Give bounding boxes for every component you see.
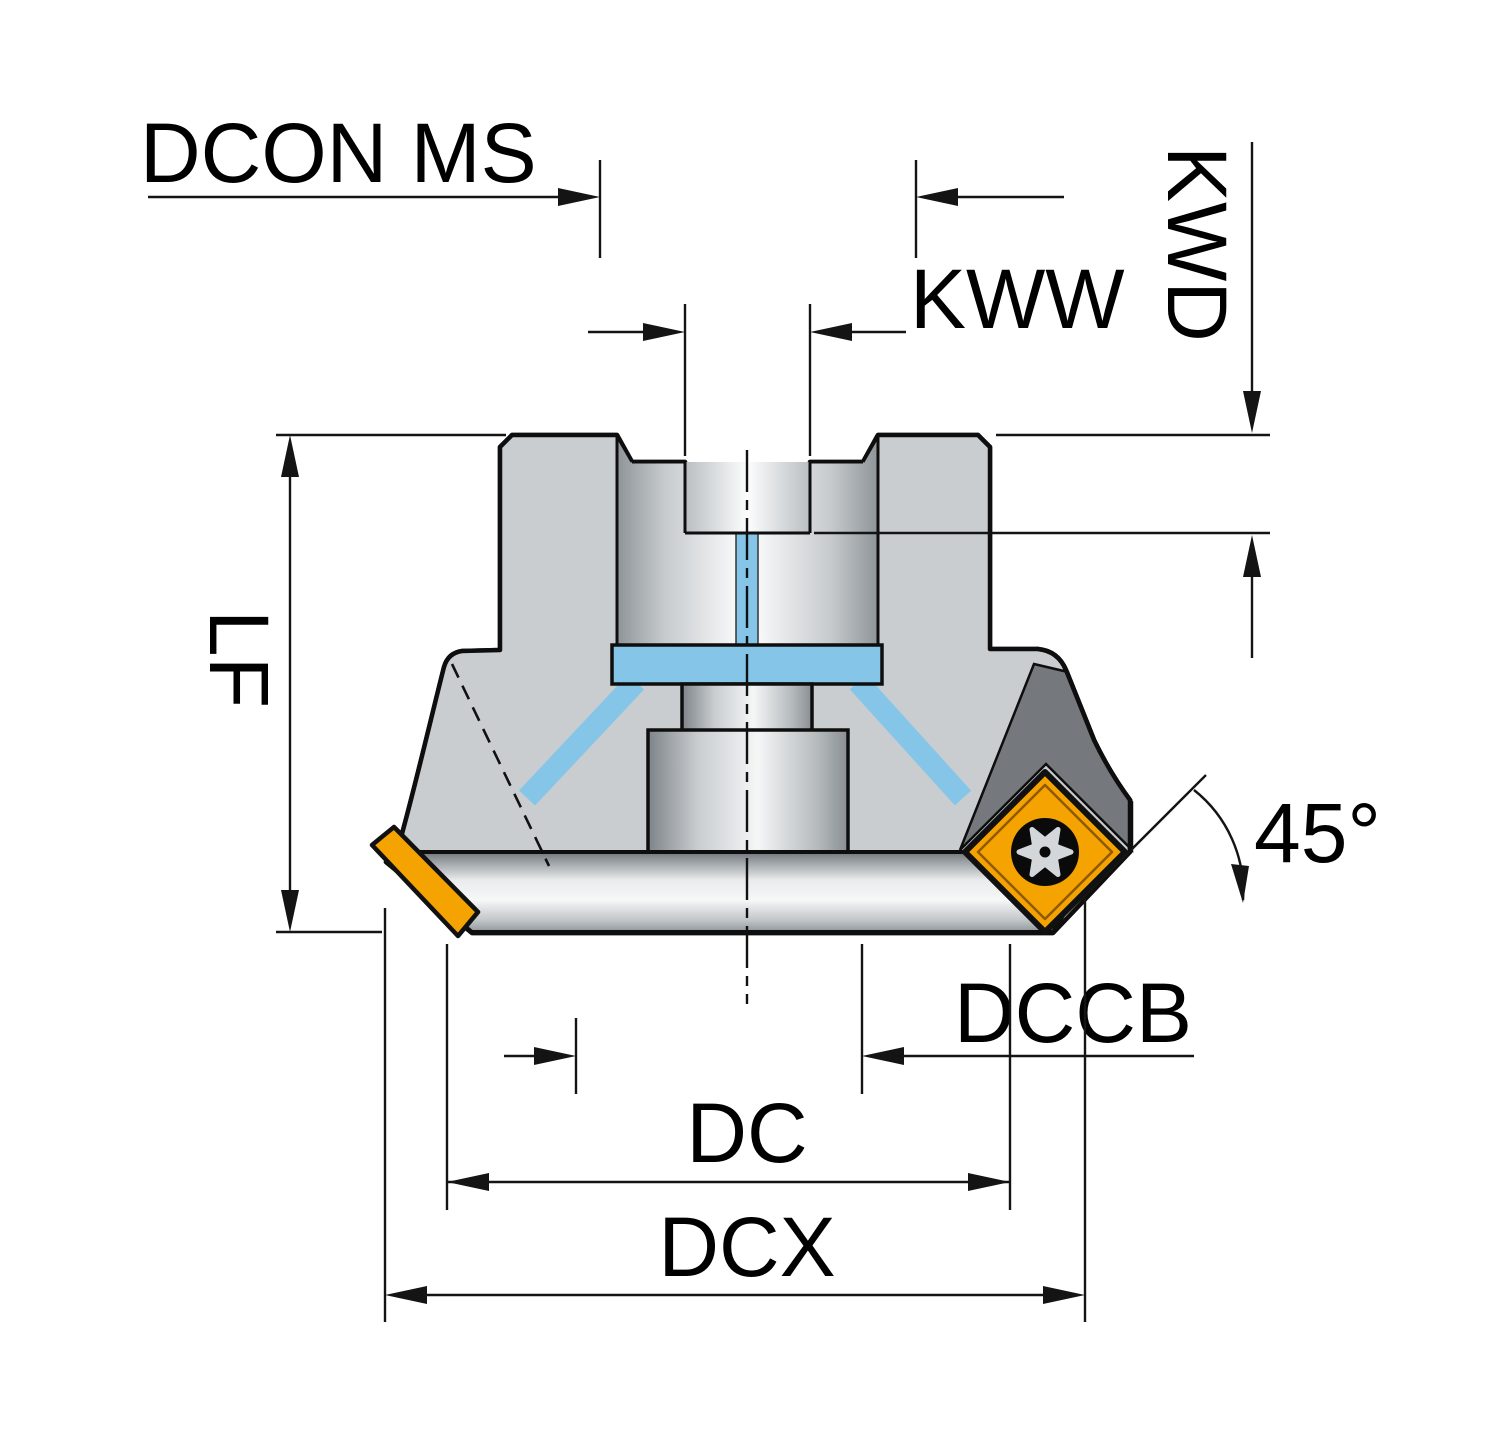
label-kwd: KWD	[1150, 146, 1244, 342]
left-insert-body	[369, 824, 481, 939]
label-dccb: DCCB	[954, 966, 1192, 1060]
dim-dcx: DCX	[383, 898, 1087, 1322]
cutter-body	[383, 432, 1134, 936]
label-angle: 45°	[1254, 786, 1381, 880]
dim-dc: DC	[445, 944, 1012, 1210]
dim-kwd: KWD	[814, 142, 1270, 658]
label-dcx: DCX	[658, 1200, 835, 1294]
label-dcon-ms: DCON MS	[140, 106, 537, 200]
right-insert	[962, 769, 1128, 935]
dim-kww: KWW	[588, 252, 1125, 456]
body-outline-over-pocket	[1037, 646, 1133, 852]
dim-lf: LF	[192, 433, 506, 934]
label-lf: LF	[192, 610, 286, 708]
right-insert-chamfer-line	[976, 783, 1114, 921]
label-kww: KWW	[910, 252, 1125, 346]
left-insert	[369, 824, 481, 939]
dim-dccb: DCCB	[504, 944, 1194, 1094]
dim-dcon-ms: DCON MS	[140, 106, 1064, 258]
hidden-edge-line	[450, 663, 551, 867]
dim-angle-45: 45°	[1080, 774, 1381, 903]
torx-screw-icon	[1011, 818, 1079, 886]
coolant-channel-left	[518, 674, 645, 806]
label-dc: DC	[686, 1086, 807, 1180]
dimensions: DCON MS KWW KWD	[140, 106, 1381, 1322]
coolant-channel-right	[849, 674, 972, 806]
